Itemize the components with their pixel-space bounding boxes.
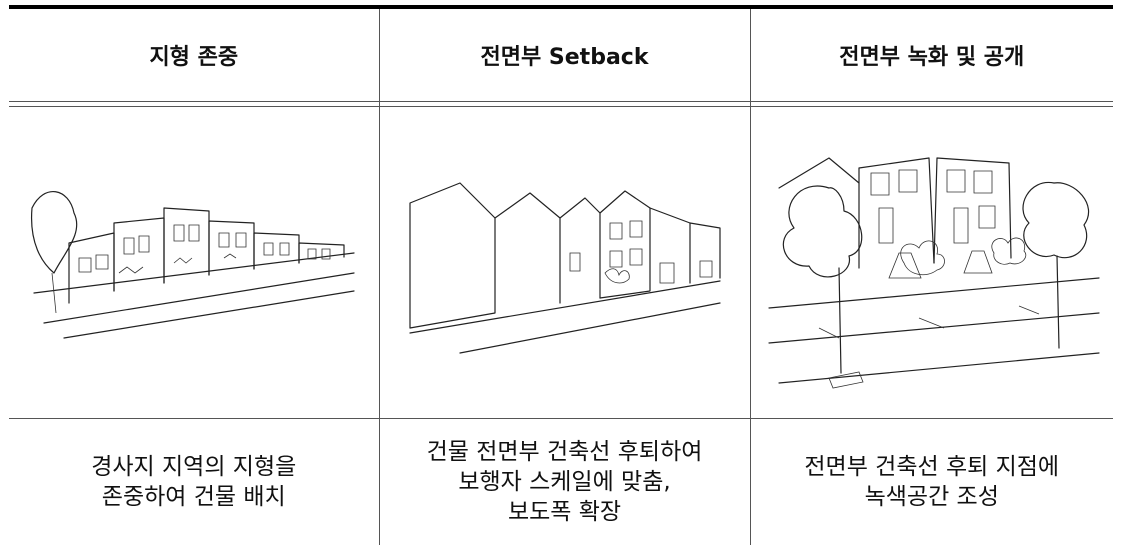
green-frontyard-sketch: [768, 156, 1100, 388]
caption-line: 경사지 지역의 지형을: [91, 454, 297, 480]
header-row: 지형 존중 전면부 Setback 전면부 녹화 및 공개: [9, 9, 1113, 102]
caption-line: 보행자 스케일에 맞춤,: [458, 469, 671, 495]
table-top-rule: [9, 5, 1113, 9]
caption-terrain: 경사지 지역의 지형을 존중하여 건물 배치: [9, 419, 379, 546]
caption-line: 녹색공간 조성: [864, 484, 999, 510]
caption-setback: 건물 전면부 건축선 후퇴하여 보행자 스케일에 맞춤, 보도폭 확장: [378, 418, 751, 545]
comparison-table: 지형 존중 전면부 Setback 전면부 녹화 및 공개: [9, 9, 1113, 545]
header-double-rule: [9, 101, 1113, 107]
caption-line: 보도폭 확장: [507, 499, 622, 525]
illustration-row: [9, 106, 1113, 419]
header-setback: 전면부 Setback: [378, 9, 751, 102]
caption-line: 존중하여 건물 배치: [101, 484, 286, 510]
hillside-houses-sketch: [30, 190, 355, 339]
caption-line: 전면부 건축선 후퇴 지점에: [804, 454, 1060, 480]
caption-row: 경사지 지역의 지형을 존중하여 건물 배치 건물 전면부 건축선 후퇴하여 보…: [9, 418, 1113, 546]
illustration-cell-setback: [378, 106, 751, 419]
caption-greening: 전면부 건축선 후퇴 지점에 녹색공간 조성: [750, 419, 1113, 546]
header-terrain: 지형 존중: [9, 9, 379, 102]
caption-line: 건물 전면부 건축선 후퇴하여: [426, 439, 703, 465]
header-greening: 전면부 녹화 및 공개: [750, 9, 1113, 102]
illustration-cell-terrain: [9, 106, 379, 419]
illustration-cell-greening: [750, 106, 1113, 419]
setback-street-sketch: [408, 181, 721, 354]
